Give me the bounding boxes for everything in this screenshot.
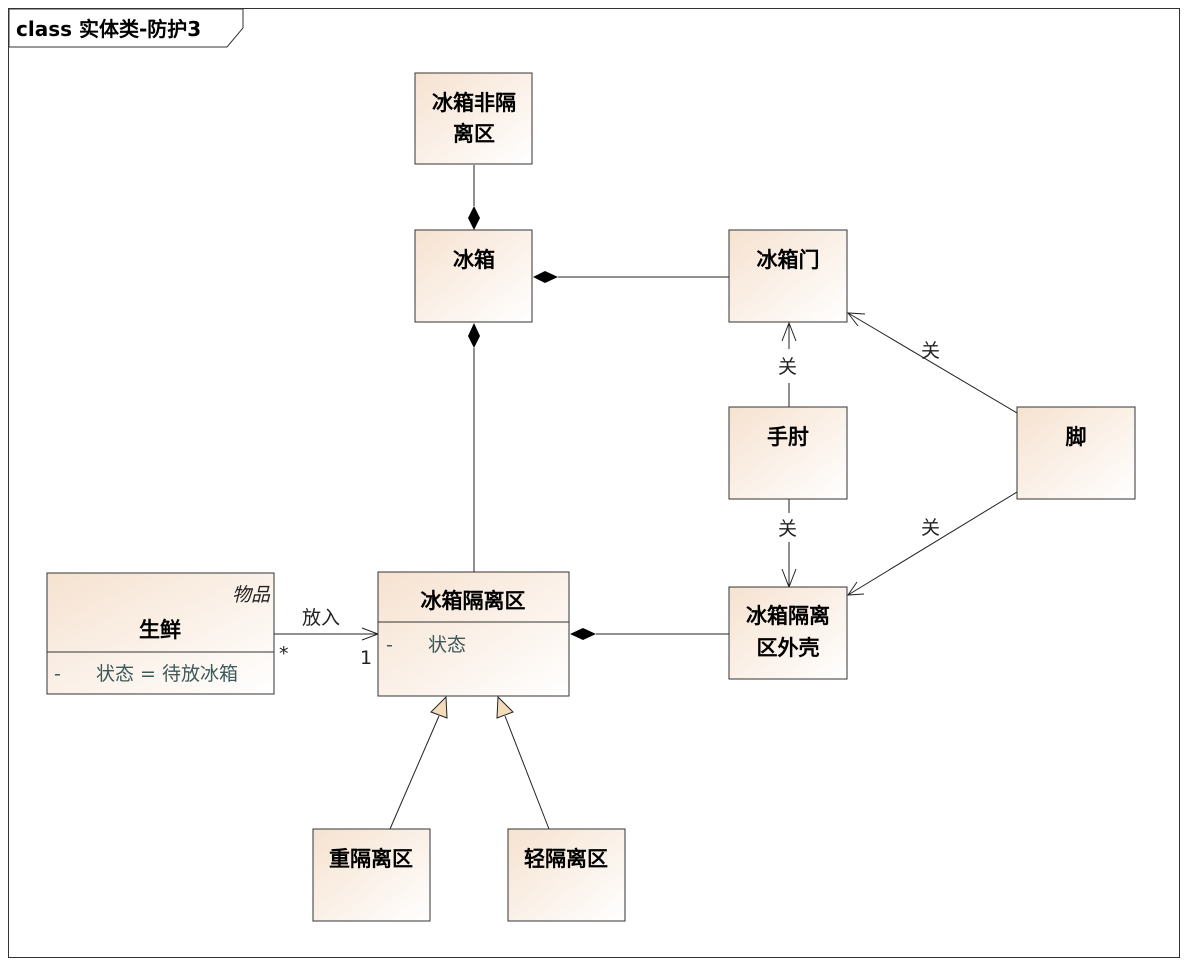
edge-fresh-isolation: 放入 * 1 — [274, 607, 380, 669]
edge-heavy-generalization — [389, 695, 448, 830]
class-fresh-food[interactable]: 物品 生鲜 - 状态 = 待放冰箱 — [46, 572, 275, 695]
class-name: 冰箱门 — [757, 248, 820, 272]
class-non-isolation-zone[interactable]: 冰箱非隔 离区 — [414, 72, 533, 165]
class-isolation-shell[interactable]: 冰箱隔离 区外壳 — [728, 586, 848, 680]
composition-diamond — [533, 271, 558, 283]
attribute-visibility: - — [54, 663, 61, 685]
edge-foot-door: 关 — [846, 312, 1018, 414]
edge-foot-shell: 关 — [847, 491, 1018, 596]
composition-diamond — [468, 323, 480, 348]
class-light-isolation[interactable]: 轻隔离区 — [507, 828, 626, 922]
composition-diamond — [468, 206, 480, 230]
class-isolation-zone[interactable]: 冰箱隔离区 - 状态 — [377, 571, 570, 697]
edge-light-generalization — [496, 695, 550, 830]
class-elbow[interactable]: 手肘 — [728, 406, 848, 500]
class-fridge-door[interactable]: 冰箱门 — [728, 229, 848, 323]
arrowhead — [781, 321, 797, 342]
multiplicity-fresh: * — [279, 643, 289, 665]
class-name: 轻隔离区 — [524, 847, 608, 871]
attribute: 状态 = 待放冰箱 — [96, 663, 238, 685]
edge-label-foot-shell: 关 — [921, 517, 940, 539]
class-stereotype: 物品 — [232, 584, 271, 606]
class-heavy-isolation[interactable]: 重隔离区 — [312, 828, 431, 922]
attribute: 状态 — [428, 634, 466, 656]
edge-shell-isolation — [570, 628, 729, 640]
arrowhead — [847, 581, 865, 596]
edge-label-put-in: 放入 — [302, 607, 340, 629]
attribute-visibility: - — [386, 634, 393, 656]
edge-nonisolation-fridge — [468, 165, 480, 230]
edge-elbow-door: 关 — [778, 321, 797, 407]
frame-title-tab: class 实体类-防护3 — [8, 8, 244, 48]
generalization-triangle — [496, 695, 514, 719]
class-name-line: 离区 — [453, 122, 495, 146]
generalization-triangle — [430, 695, 448, 719]
edge-isolation-fridge — [468, 323, 480, 572]
class-name-line: 区外壳 — [757, 636, 820, 660]
diagram-frame — [8, 8, 1180, 958]
edge-elbow-shell: 关 — [778, 499, 797, 589]
edge-label-elbow-door: 关 — [778, 356, 797, 378]
composition-diamond — [570, 628, 596, 640]
class-name: 冰箱隔离区 — [421, 589, 526, 613]
edge-label-foot-door: 关 — [921, 340, 940, 362]
frame-title: class 实体类-防护3 — [16, 17, 201, 41]
edge-label-elbow-shell: 关 — [778, 518, 797, 540]
multiplicity-isolation: 1 — [360, 647, 372, 669]
class-name: 冰箱 — [453, 248, 495, 272]
class-name: 手肘 — [767, 425, 809, 449]
class-name: 脚 — [1066, 425, 1087, 449]
class-name: 重隔离区 — [329, 847, 413, 871]
class-name-line: 冰箱隔离 — [746, 604, 830, 628]
arrowhead — [846, 312, 866, 327]
class-name-line: 冰箱非隔 — [432, 91, 516, 115]
class-foot[interactable]: 脚 — [1016, 406, 1136, 500]
class-fridge[interactable]: 冰箱 — [414, 229, 533, 323]
edge-door-fridge — [533, 271, 729, 283]
class-name: 生鲜 — [139, 618, 181, 642]
